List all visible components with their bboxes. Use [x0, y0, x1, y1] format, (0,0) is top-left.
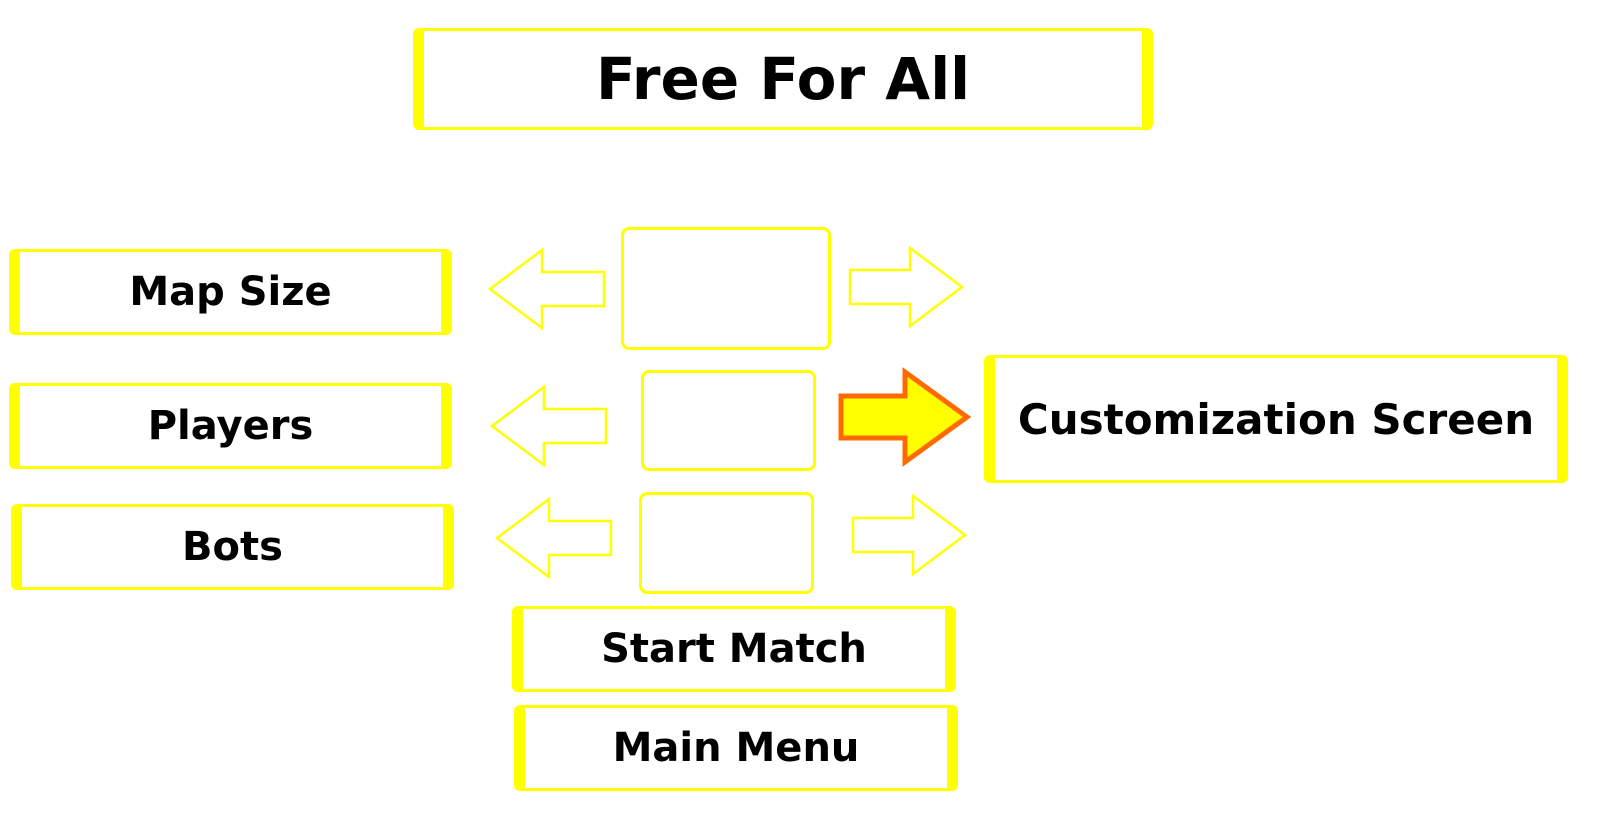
bots-label-panel: Bots: [11, 504, 454, 590]
players-value-box: [641, 370, 816, 471]
customization-screen-label: Customization Screen: [1017, 394, 1535, 444]
title-banner: Free For All: [413, 28, 1153, 130]
start-match-button[interactable]: Start Match: [512, 606, 956, 692]
players-right-arrow-icon[interactable]: [837, 367, 972, 467]
players-left-arrow-icon[interactable]: [489, 384, 608, 468]
players-label: Players: [147, 403, 314, 449]
players-label-panel: Players: [9, 383, 452, 469]
bots-left-arrow-icon[interactable]: [494, 496, 613, 580]
main-menu-button[interactable]: Main Menu: [514, 705, 958, 791]
start-match-label: Start Match: [601, 626, 867, 672]
map-size-right-arrow-icon[interactable]: [848, 245, 966, 329]
bots-value-box: [639, 492, 814, 594]
customization-screen-button[interactable]: Customization Screen: [984, 355, 1568, 483]
map-size-value-box: [621, 227, 831, 350]
bots-right-arrow-icon[interactable]: [851, 493, 969, 577]
page-title: Free For All: [596, 45, 970, 113]
map-size-label: Map Size: [129, 269, 332, 315]
map-size-left-arrow-icon[interactable]: [487, 247, 606, 331]
map-size-label-panel: Map Size: [9, 249, 452, 335]
bots-label: Bots: [182, 524, 283, 570]
main-menu-label: Main Menu: [612, 725, 860, 771]
